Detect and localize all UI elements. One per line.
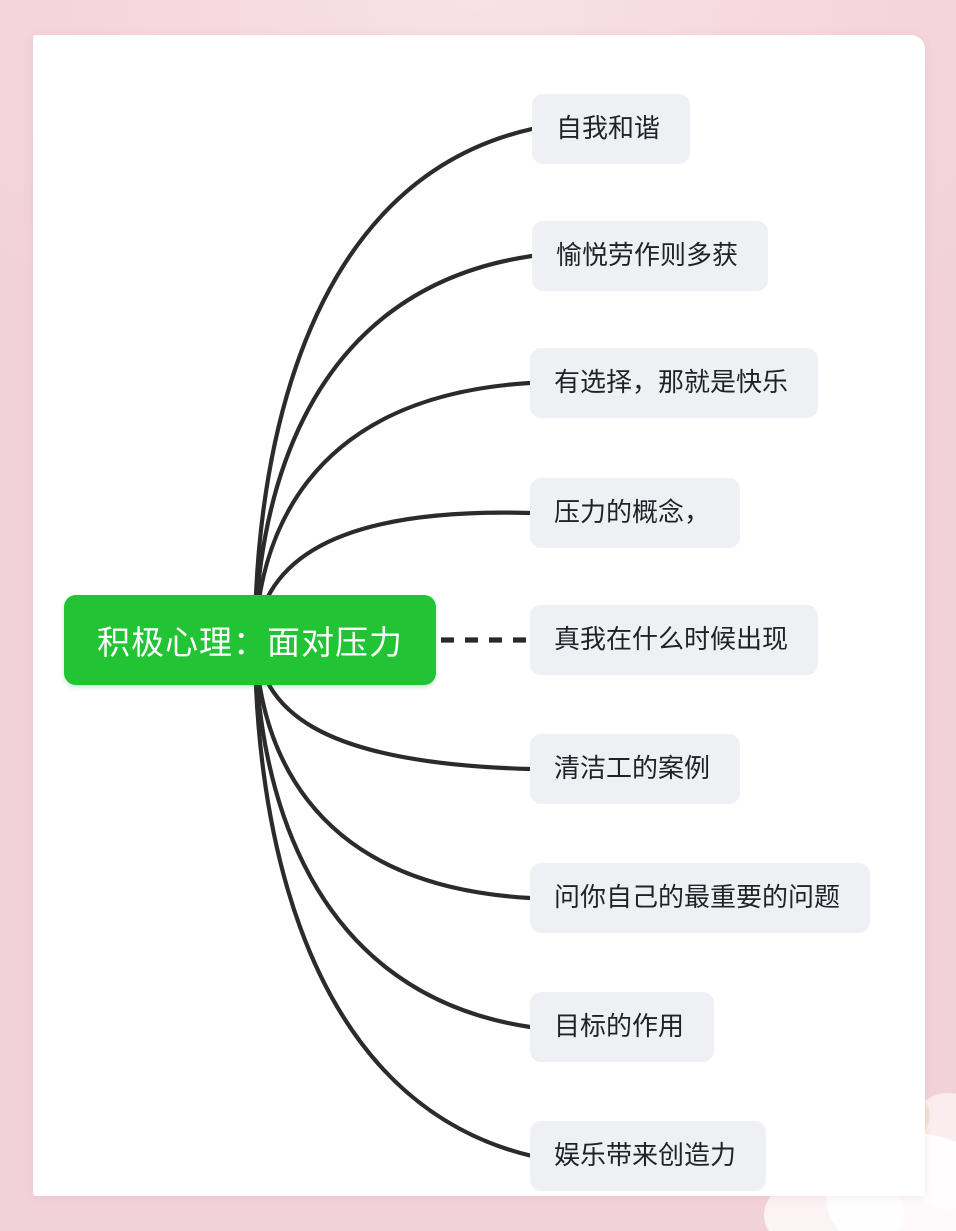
branch-curve-8	[252, 637, 533, 1030]
topic-node-3[interactable]: 有选择，那就是快乐	[530, 348, 818, 418]
root-node[interactable]: 积极心理：面对压力	[64, 595, 436, 685]
topic-node-8[interactable]: 目标的作用	[530, 992, 714, 1062]
topic-label-8: 目标的作用	[554, 1012, 685, 1041]
topic-node-2[interactable]: 愉悦劳作则多获	[532, 221, 768, 291]
branch-curve-9	[252, 637, 535, 1159]
branch-curve-1	[252, 126, 535, 643]
topic-label-9: 娱乐带来创造力	[554, 1141, 737, 1170]
topic-label-4: 压力的概念，	[554, 498, 711, 527]
root-node-label: 积极心理：面对压力	[97, 626, 403, 662]
topic-node-5[interactable]: 真我在什么时候出现	[530, 605, 818, 675]
topic-label-7: 问你自己的最重要的问题	[554, 883, 841, 912]
mindmap-canvas[interactable]: 积极心理：面对压力 自我和谐 愉悦劳作则多获 有选择，那就是快乐 压力的概念， …	[33, 35, 925, 1196]
topic-label-3: 有选择，那就是快乐	[554, 368, 789, 397]
branch-curve-2	[252, 253, 535, 643]
topic-label-6: 清洁工的案例	[554, 754, 711, 783]
topic-node-6[interactable]: 清洁工的案例	[530, 734, 740, 804]
topic-node-9[interactable]: 娱乐带来创造力	[530, 1121, 766, 1191]
topic-node-7[interactable]: 问你自己的最重要的问题	[530, 863, 870, 933]
topic-label-2: 愉悦劳作则多获	[556, 241, 739, 270]
topic-label-5: 真我在什么时候出现	[554, 625, 789, 654]
topic-node-4[interactable]: 压力的概念，	[530, 478, 740, 548]
topic-node-1[interactable]: 自我和谐	[532, 94, 690, 164]
topic-label-1: 自我和谐	[556, 114, 661, 143]
